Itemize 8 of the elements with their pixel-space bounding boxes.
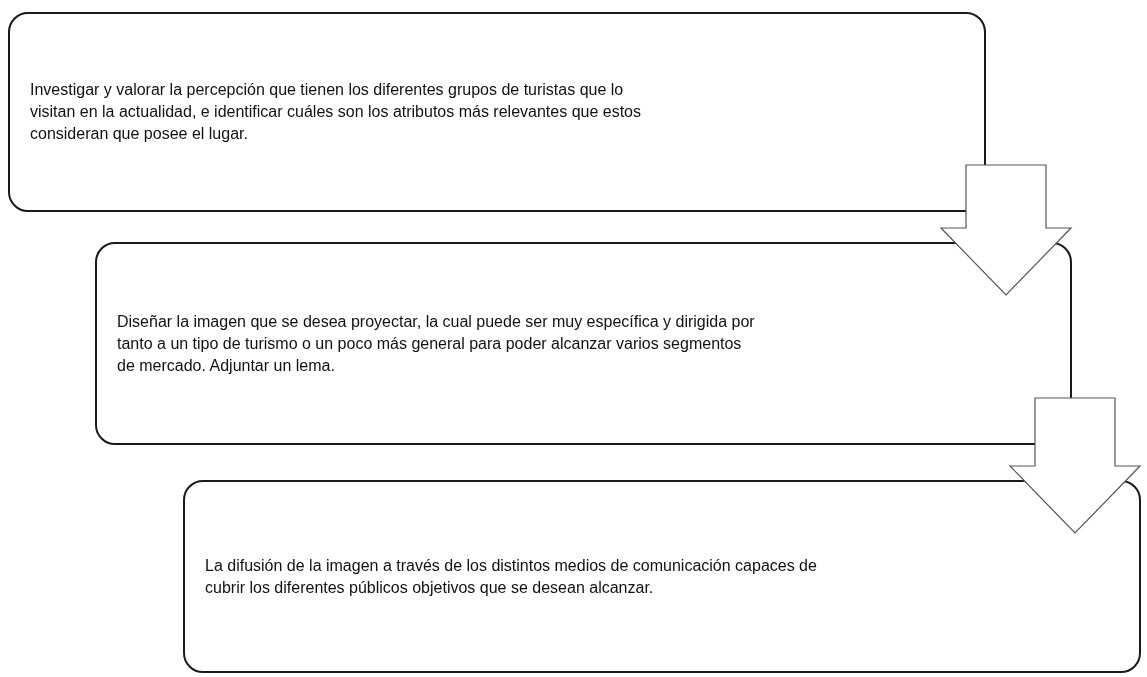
step-text: La difusión de la imagen a través de los distintos medios de comunicación capaces de cubrir los diferentes públicos objetivos que se desean alcanzar. [205, 555, 818, 598]
process-box [95, 242, 1072, 445]
step-text: Diseñar la imagen que se desea proyectar, la cual puede ser muy específica y dirigida por tanto a un tipo de turismo o un poco más general para poder alcanzar varios segmentos de mercado. Adjuntar un lema. [117, 311, 756, 376]
block-arrow [939, 164, 1073, 296]
process-box [183, 480, 1141, 673]
process-box [8, 12, 986, 212]
step-text: Investigar y valorar la percepción que tienen los diferentes grupos de turistas que lo visitan en la actualidad, e identificar cuáles son los atributos más relevantes que estos consideran que posee el lugar. [30, 80, 642, 144]
block-arrow [1008, 397, 1142, 534]
